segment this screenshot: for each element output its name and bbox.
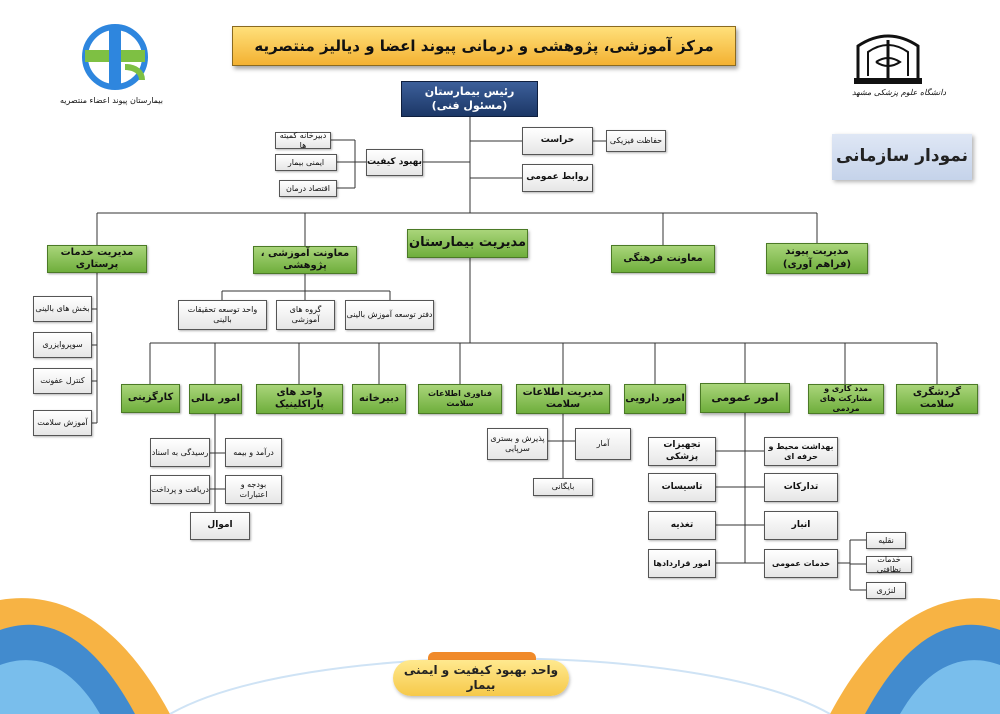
page-title: مرکز آموزشی، پژوهشی و درمانی پیوند اعضا … — [232, 26, 736, 66]
health-education-node: آموزش سلامت — [33, 410, 92, 436]
hospital-logo-icon — [82, 24, 148, 90]
assets-node: اموال — [190, 512, 250, 540]
footer-tab-decoration — [428, 652, 536, 662]
document-audit-node: رسیدگی به اسناد — [150, 438, 210, 467]
hospital-logo: بیمارستان پیوند اعضاء منتصریه — [60, 22, 163, 112]
quality-improvement-node: بهبود کیفیت — [366, 149, 423, 176]
installations-node: تاسیسات — [648, 473, 716, 502]
archive-node: بایگانی — [533, 478, 593, 496]
general-affairs-node: امور عمومی — [700, 383, 790, 413]
procurement-node: تدارکات — [764, 473, 838, 502]
education-research-deputy-node: معاونت آموزشی ، پژوهشی — [253, 246, 357, 274]
personnel-selection-node: کارگزینی — [121, 384, 180, 413]
clinical-education-office-node: دفتر توسعه آموزش بالینی — [345, 300, 434, 330]
warehouse-node: انبار — [764, 511, 838, 540]
general-services-node: خدمات عمومی — [764, 549, 838, 578]
physical-protection-node: حفاظت فیزیکی — [606, 130, 666, 152]
patient-safety-node: ایمنی بیمار — [275, 154, 337, 171]
chart-title: نمودار سازمانی — [832, 134, 972, 180]
hospital-management-node: مدیریت بیمارستان — [407, 229, 528, 258]
health-info-management-node: مدیریت اطلاعات سلامت — [516, 384, 610, 414]
transplant-management-node: مدیریت پیوند (فراهم آوری) — [766, 243, 868, 274]
educational-groups-node: گروه های آموزشی — [276, 300, 335, 330]
health-it-node: فناوری اطلاعات سلامت — [418, 384, 502, 414]
footer-label: واحد بهبود کیفیت و ایمنی بیمار — [393, 660, 569, 696]
budget-credits-node: بودجه و اعتبارات — [225, 475, 282, 504]
clinical-research-unit-node: واحد توسعه تحقیقات بالینی — [178, 300, 267, 330]
environmental-health-node: بهداشت محیط و حرفه ای — [764, 437, 838, 466]
financial-affairs-node: امور مالی — [189, 384, 242, 414]
social-work-node: مدد کاری و مشارکت های مردمی — [808, 384, 884, 414]
admission-inpatient-node: پذیرش و بستری سرپایی — [487, 428, 548, 460]
public-relations-node: روابط عمومی — [522, 164, 593, 192]
treatment-economics-node: اقتصاد درمان — [279, 180, 337, 197]
receipt-payment-node: دریافت و پرداخت — [150, 475, 210, 504]
transport-node: نقلیه — [866, 532, 906, 549]
income-insurance-node: درآمد و بیمه — [225, 438, 282, 467]
university-logo-caption: دانشگاه علوم پزشکی مشهد — [852, 88, 947, 97]
cultural-deputy-node: معاونت فرهنگی — [611, 245, 715, 273]
laundry-node: لنژری — [866, 582, 906, 599]
paraclinic-units-node: واحد های پاراکلینیک — [256, 384, 343, 414]
contracts-affairs-node: امور قراردادها — [648, 549, 716, 578]
secretariat-node: دبیرخانه — [352, 384, 406, 414]
hospital-logo-caption: بیمارستان پیوند اعضاء منتصریه — [60, 96, 163, 105]
cleaning-services-node: خدمات نظافتی — [866, 555, 912, 574]
medical-equipment-node: تجهیزات پزشکی — [648, 437, 716, 466]
supervisor-node: سوپروایزری — [33, 332, 92, 358]
clinical-wards-node: بخش های بالینی — [33, 296, 92, 322]
security-node: حراست — [522, 127, 593, 155]
pharmacy-affairs-node: امور دارویی — [624, 384, 686, 414]
nutrition-node: تغذیه — [648, 511, 716, 540]
health-tourism-node: گردشگری سلامت — [896, 384, 978, 414]
university-seal-icon — [854, 34, 922, 84]
statistics-node: آمار — [575, 428, 631, 460]
committees-secretariat-node: دبیرخانه کمیته ها — [275, 131, 331, 150]
infection-control-node: کنترل عفونت — [33, 368, 92, 394]
nursing-management-node: مدیریت خدمات پرستاری — [47, 245, 147, 273]
university-logo: دانشگاه علوم پزشکی مشهد — [848, 26, 946, 106]
director-node: رئیس بیمارستان (مسئول فنی) — [401, 81, 538, 117]
